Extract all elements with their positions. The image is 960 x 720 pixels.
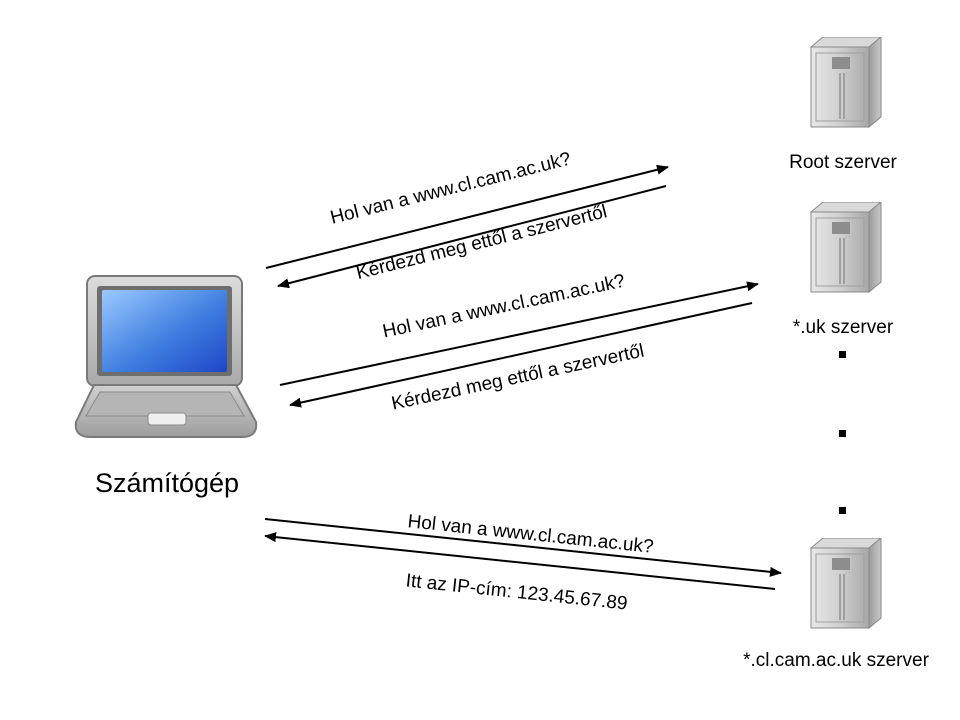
ellipsis-dot	[839, 507, 846, 514]
ellipsis-dot	[839, 351, 846, 358]
referral-arrow-root	[277, 185, 667, 289]
laptop-icon	[74, 275, 258, 438]
query-arrow-uk	[279, 281, 759, 386]
ellipsis-dot	[839, 430, 846, 437]
cl-server-icon	[810, 538, 882, 629]
root-server-label: Root szerver	[789, 152, 897, 173]
referral-arrow-uk	[289, 302, 753, 408]
query-label-root: Hol van a www.cl.cam.ac.uk?	[328, 149, 573, 229]
query-arrow-cl	[264, 518, 782, 577]
answer-arrow-cl	[264, 532, 776, 590]
query-label-cl: Hol van a www.cl.cam.ac.uk?	[407, 511, 655, 558]
query-arrow-root	[265, 164, 669, 269]
referral-label-uk: Kérdezd meg ettől a szervertől	[390, 341, 646, 415]
computer-label: Számítógép	[95, 468, 239, 498]
uk-server-label: *.uk szerver	[793, 317, 894, 338]
query-label-uk: Hol van a www.cl.cam.ac.uk?	[381, 271, 627, 343]
root-server-icon	[810, 37, 882, 128]
cl-server-label: *.cl.cam.ac.uk szerver	[743, 650, 929, 671]
uk-server-icon	[810, 202, 882, 293]
laptop-screen	[102, 290, 227, 372]
answer-label-cl: Itt az IP-cím: 123.45.67.89	[405, 570, 629, 614]
